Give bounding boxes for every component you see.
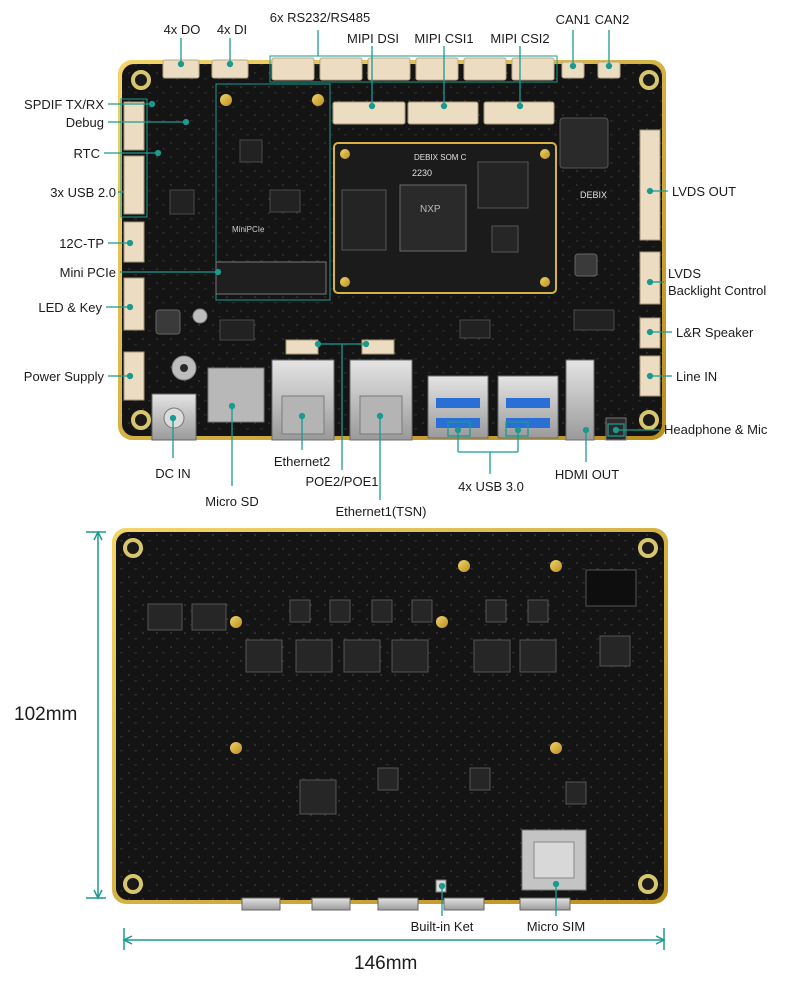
wifi-module: [559, 117, 609, 169]
dimension-width: 146mm: [354, 953, 418, 974]
dimension-height: 102mm: [14, 704, 78, 725]
label-ethernet1: Ethernet1(TSN): [335, 504, 427, 519]
label-backlight: Backlight Control: [668, 283, 767, 298]
callout-lines: [104, 30, 672, 916]
label-builtin-key: Built-in Ket: [410, 919, 474, 934]
label-4x-di: 4x DI: [216, 22, 248, 37]
label-mipi-csi1: MIPI CSI1: [414, 31, 474, 46]
left-connector-column: [123, 101, 145, 401]
label-led-key: LED & Key: [38, 300, 102, 315]
transceiver-chips: [147, 599, 631, 815]
label-can2: CAN2: [594, 12, 630, 27]
memory-chip-right: [477, 161, 529, 209]
rs485-outline: [269, 55, 558, 83]
microsd-slot: [207, 367, 265, 423]
label-can1: CAN1: [555, 12, 591, 27]
top-connector-row: [162, 57, 621, 81]
label-ethernet2: Ethernet2: [273, 454, 331, 469]
memory-chip-left: [341, 189, 387, 251]
mounting-holes-bottom: [123, 538, 658, 894]
usb3-ports: [427, 375, 559, 439]
right-connector-column: [639, 129, 661, 397]
bottom-board: [112, 528, 668, 911]
label-lvds-out: LVDS OUT: [672, 184, 737, 199]
label-power-supply: Power Supply: [23, 369, 104, 384]
label-spdif: SPDIF TX/RX: [24, 97, 104, 112]
label-12c-tp: 12C-TP: [59, 236, 104, 251]
pmic-chip: [491, 225, 519, 253]
label-mipi-csi2: MIPI CSI2: [490, 31, 550, 46]
left-connector-outline: [120, 98, 148, 218]
label-headphone: Headphone & Mic: [664, 422, 768, 437]
label-poe: POE2/POE1: [305, 474, 379, 489]
minipcie-silk: MiniPCIe: [232, 225, 265, 234]
label-mini-pcie: Mini PCIe: [59, 265, 116, 280]
label-mipi-dsi: MIPI DSI: [346, 31, 399, 46]
label-line-in: Line IN: [676, 369, 718, 384]
label-lvds: LVDS: [668, 266, 701, 281]
hdmi-port: [565, 359, 595, 441]
label-micro-sd: Micro SD: [205, 494, 259, 509]
dimension-lines: [86, 530, 666, 950]
label-usb2: 3x USB 2.0: [50, 185, 116, 200]
minipcie-outline: [215, 83, 331, 301]
minipcie-slot: [215, 261, 327, 295]
label-debug: Debug: [65, 115, 104, 130]
mounting-holes-top: [131, 70, 659, 430]
label-lr-speaker: L&R Speaker: [676, 325, 754, 340]
label-dc-in: DC IN: [155, 466, 191, 481]
soc-chip: [399, 184, 467, 252]
label-rs232-rs485: 6x RS232/RS485: [269, 10, 371, 25]
brand-silk: DEBIX: [580, 190, 607, 200]
label-micro-sim: Micro SIM: [526, 919, 586, 934]
mipi-connectors: [332, 101, 555, 125]
label-4x-do: 4x DO: [163, 22, 201, 37]
label-usb3: 4x USB 3.0: [458, 479, 524, 494]
top-board: MiniPCIe DEBIX SOM C 2230 NXP DEBIX: [118, 55, 666, 441]
som-code-silk: 2230: [412, 168, 432, 178]
soc-chip-brand: NXP: [420, 204, 441, 215]
label-hdmi-out: HDMI OUT: [554, 467, 620, 482]
label-rtc: RTC: [73, 146, 100, 161]
som-silk: DEBIX SOM C: [414, 153, 467, 162]
